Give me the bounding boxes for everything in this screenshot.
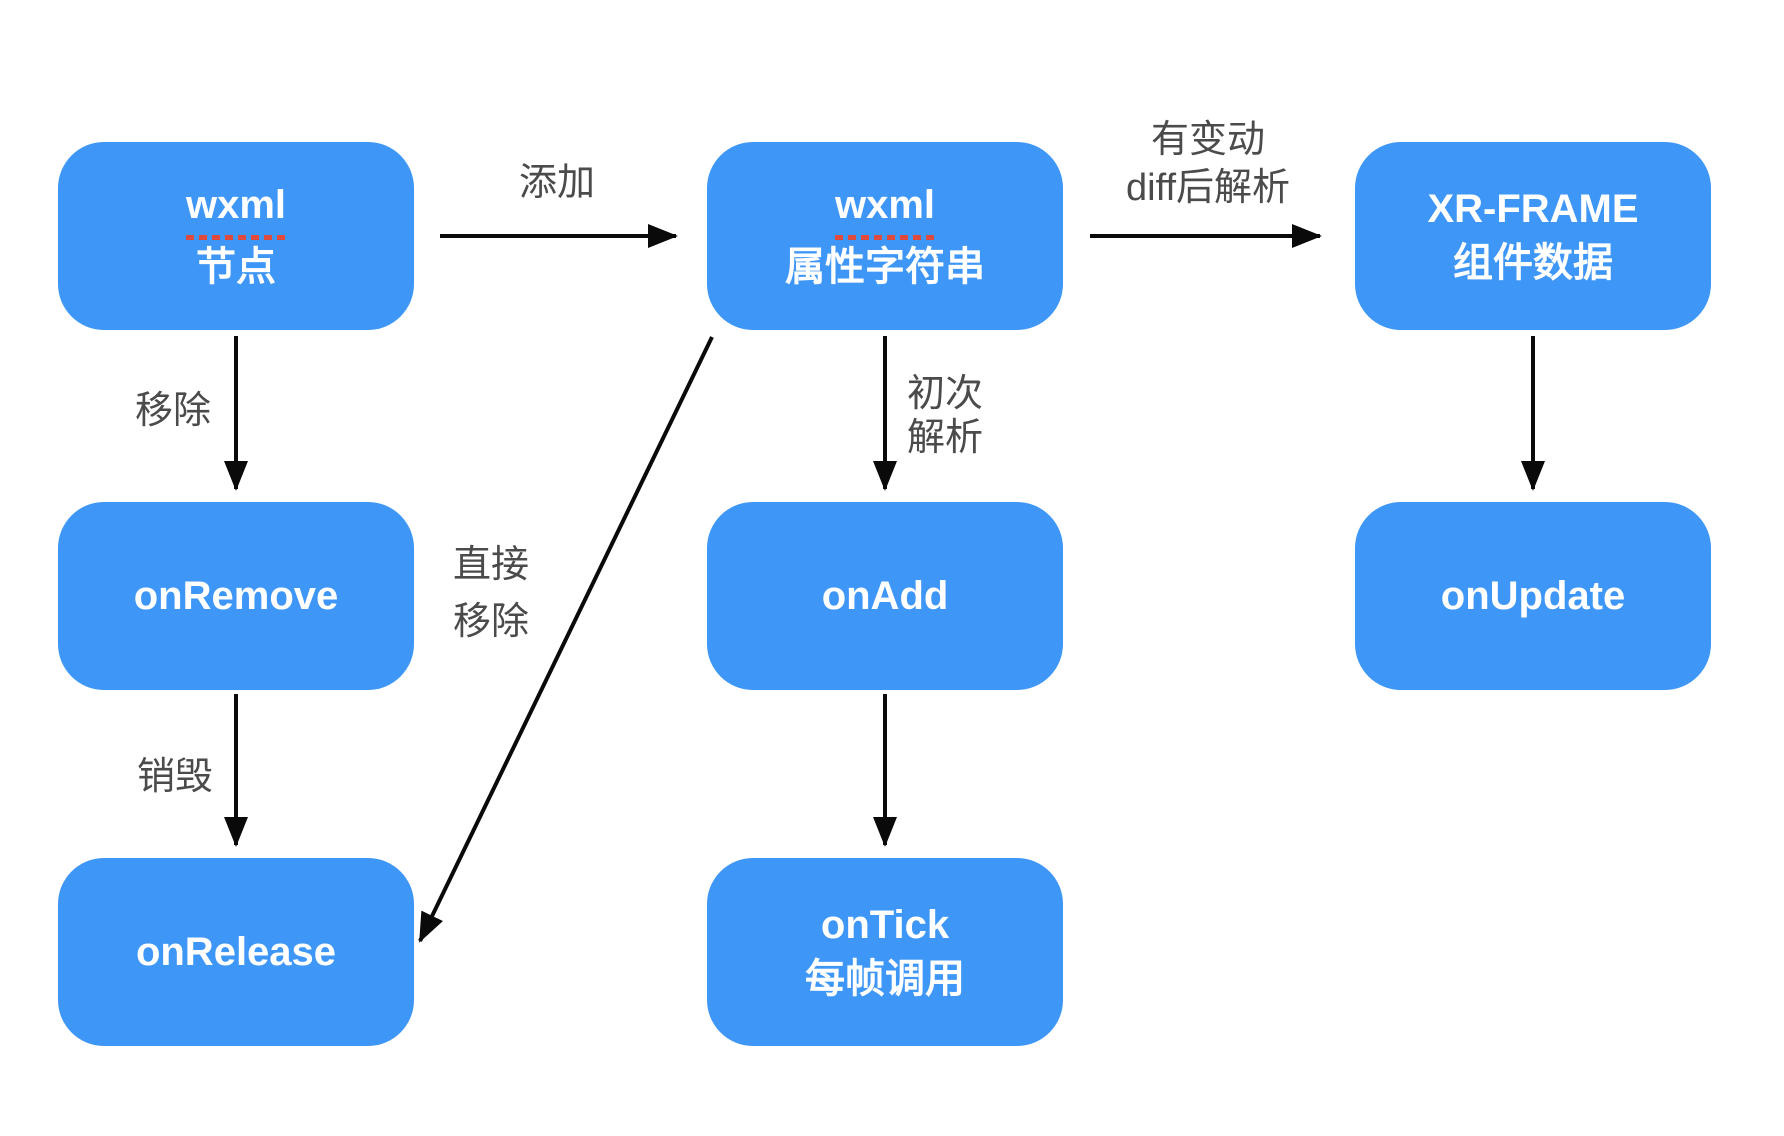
- node-wxml-node: wxml 节点: [58, 142, 414, 330]
- edge-label-line: 添加: [518, 162, 596, 204]
- node-label: 节点: [196, 245, 276, 289]
- node-on-add: onAdd: [707, 502, 1063, 690]
- edge-label-line: 直接: [452, 544, 530, 586]
- edge-label-destroy: 销毁: [137, 753, 213, 801]
- node-label: 组件数据: [1453, 241, 1613, 285]
- node-on-remove: onRemove: [58, 502, 414, 690]
- edge-label-add: 添加: [519, 159, 595, 207]
- arrow-direct-remove: [418, 336, 714, 943]
- misspell-underline: wxml: [186, 178, 286, 240]
- node-xr-frame-data: XR-FRAME 组件数据: [1355, 142, 1711, 330]
- node-label: onRemove: [133, 574, 339, 618]
- node-label: onTick: [820, 903, 950, 947]
- edge-label-line: 初次: [906, 373, 984, 415]
- node-label: onAdd: [821, 574, 949, 618]
- node-label: wxml: [186, 178, 286, 240]
- node-on-tick: onTick 每帧调用: [707, 858, 1063, 1046]
- node-on-release: onRelease: [58, 858, 414, 1046]
- edge-label-line: 解析: [906, 417, 984, 459]
- node-label: onRelease: [135, 930, 337, 974]
- edge-label-remove: 移除: [135, 387, 211, 435]
- node-label: 每帧调用: [805, 957, 965, 1001]
- edge-label-line: 移除: [134, 390, 212, 432]
- edge-label-line: 移除: [452, 601, 530, 643]
- edge-label-line: 有变动: [1150, 119, 1266, 161]
- edge-label-line: 销毁: [136, 756, 214, 798]
- edge-label-direct-remove: 直接 移除: [453, 537, 529, 651]
- node-label: onUpdate: [1440, 574, 1626, 618]
- edge-label-first-parse: 初次 解析: [907, 372, 983, 460]
- node-label: wxml: [835, 178, 935, 240]
- node-label: XR-FRAME: [1427, 187, 1639, 231]
- node-on-update: onUpdate: [1355, 502, 1711, 690]
- node-label: 属性字符串: [785, 245, 985, 289]
- edge-label-line: diff后解析: [1125, 167, 1291, 209]
- node-wxml-attr-string: wxml 属性字符串: [707, 142, 1063, 330]
- edge-label-diff-parse: 有变动 diff后解析: [1126, 116, 1290, 212]
- misspell-underline: wxml: [835, 178, 935, 240]
